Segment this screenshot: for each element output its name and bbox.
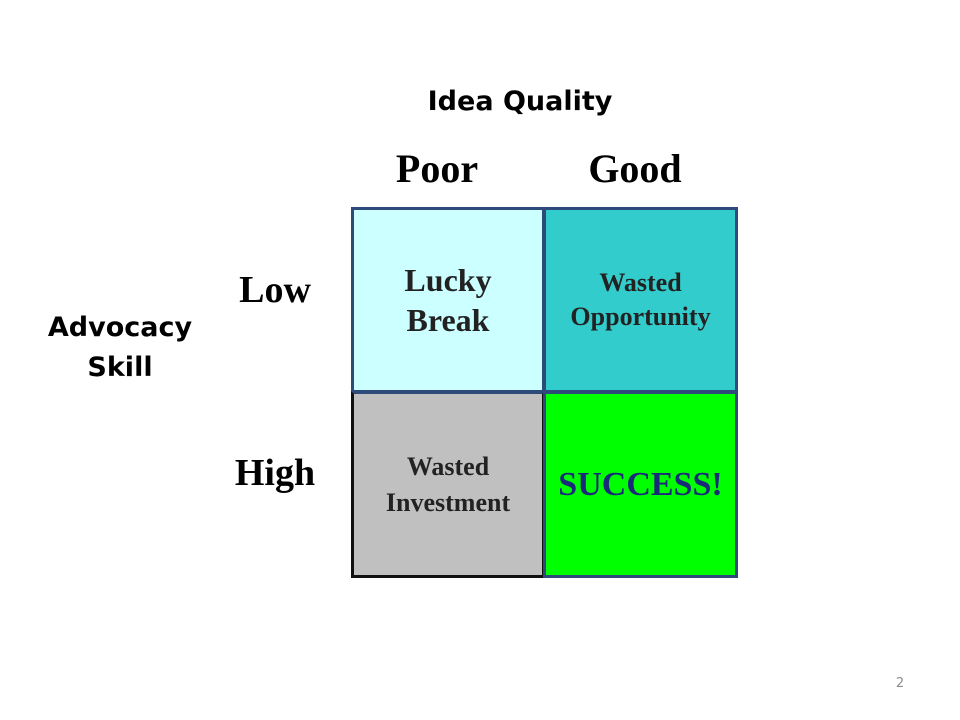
quadrant-lucky-break: Lucky Break — [351, 207, 545, 393]
quadrant-wasted-investment-line-1: Wasted — [406, 451, 490, 481]
quadrant-wasted-investment-line-2: Investment — [385, 487, 511, 517]
quadrant-lucky-break-line-2: Break — [406, 302, 490, 338]
quadrant-grid: Lucky Break Wasted Opportunity Wasted In… — [351, 207, 738, 578]
quadrant-wasted-opportunity: Wasted Opportunity — [543, 207, 738, 393]
y-axis-title-line-1: Advocacy — [47, 312, 193, 343]
page-number: 2 — [895, 676, 905, 691]
quadrant-wasted-investment: Wasted Investment — [351, 391, 545, 578]
y-axis-title-line-2: Skill — [87, 352, 153, 383]
quadrant-wasted-opportunity-line-1: Wasted — [599, 268, 682, 297]
column-label-poor: Poor — [395, 146, 479, 191]
column-label-good: Good — [588, 146, 682, 191]
x-axis-title: Idea Quality — [427, 86, 613, 117]
quadrant-lucky-break-line-1: Lucky — [404, 262, 492, 298]
y-axis-title: Advocacy Skill — [30, 308, 210, 388]
quadrant-success: SUCCESS! — [543, 391, 738, 578]
quadrant-wasted-opportunity-line-2: Opportunity — [570, 302, 711, 331]
row-label-high: High — [234, 452, 316, 494]
quadrant-success-line-1: SUCCESS! — [558, 465, 723, 503]
row-label-low: Low — [239, 269, 311, 311]
